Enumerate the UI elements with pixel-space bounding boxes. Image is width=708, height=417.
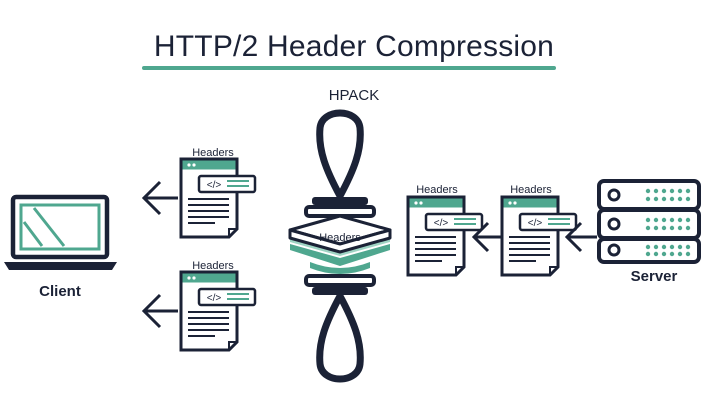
code-icon: </> [207, 293, 222, 304]
arrow-left-icon [141, 180, 178, 216]
compressed-headers-label: Headers [319, 232, 361, 244]
client-label: Client [39, 283, 81, 300]
server-icon [597, 179, 701, 264]
title-underline [142, 66, 556, 70]
doc-label: Headers [192, 147, 234, 159]
headers-document: </> [179, 270, 257, 352]
document-header-bar [409, 198, 463, 208]
doc-label: Headers [510, 184, 552, 196]
laptop-icon [4, 194, 117, 270]
hpack-press-icon: Headers [288, 109, 392, 383]
arrow-left-icon [564, 221, 597, 253]
headers-document: </> [406, 195, 484, 277]
document-header-bar [182, 273, 236, 283]
doc-label: Headers [416, 184, 458, 196]
hpack-label: HPACK [328, 87, 380, 104]
document-header-bar [503, 198, 557, 208]
code-icon: </> [434, 218, 449, 229]
document-header-bar [182, 160, 236, 170]
doc-label: Headers [192, 260, 234, 272]
server-label: Server [630, 268, 678, 285]
diagram-title: HTTP/2 Header Compression [153, 30, 555, 63]
arrow-left-icon [141, 293, 178, 329]
arrow-left-icon [471, 221, 502, 253]
code-icon: </> [207, 180, 222, 191]
code-icon: </> [528, 218, 543, 229]
headers-document: </> [500, 195, 578, 277]
headers-document: </> [179, 157, 257, 239]
